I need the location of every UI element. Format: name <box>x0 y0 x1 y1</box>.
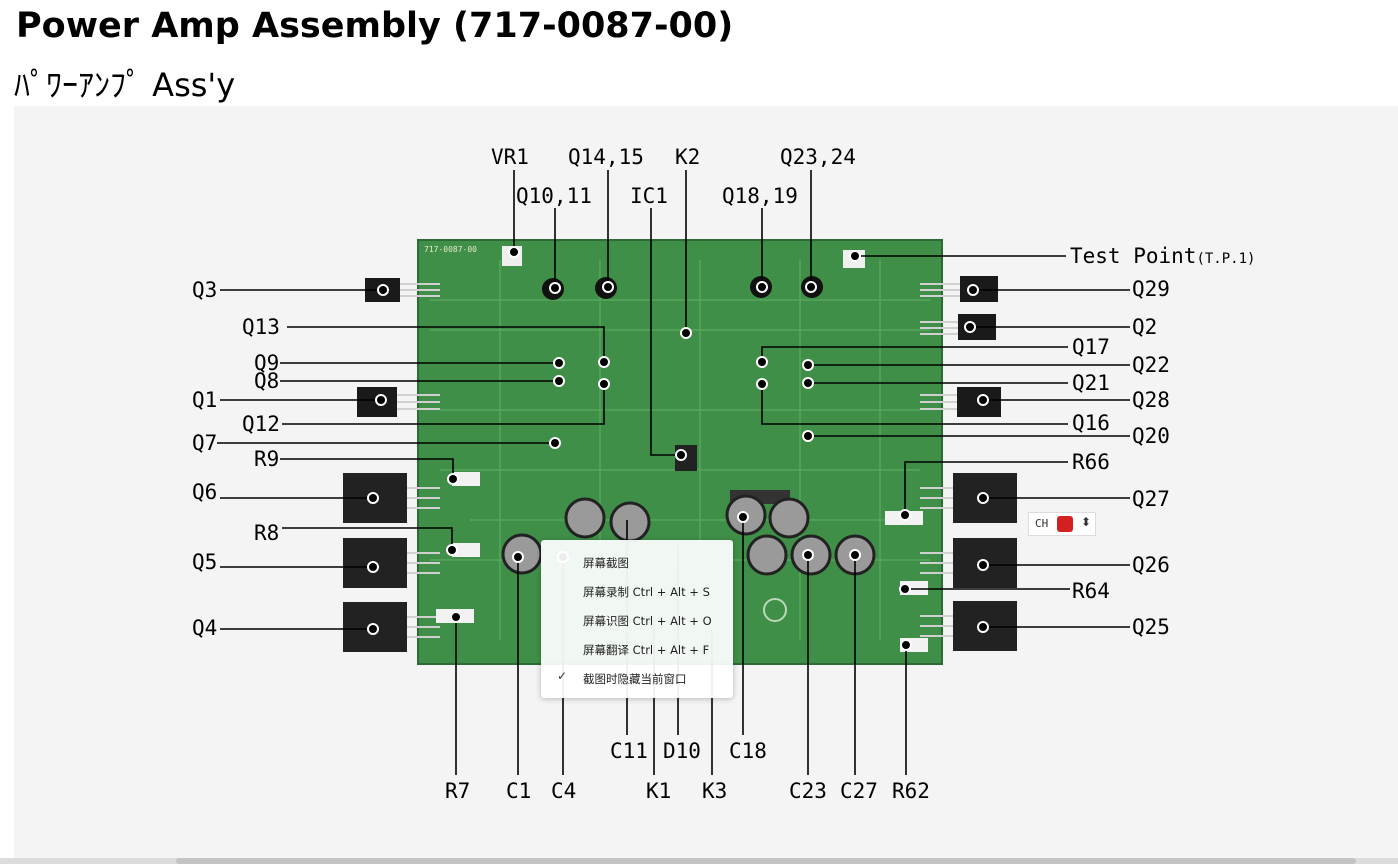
label-q22: Q22 <box>1132 353 1170 377</box>
label-q17: Q17 <box>1072 335 1110 359</box>
label-r64: R64 <box>1072 579 1110 603</box>
label-r62: R62 <box>892 779 930 803</box>
label-r7: R7 <box>445 779 471 803</box>
label-q3: Q3 <box>192 278 218 302</box>
menu-item-screen-translate[interactable]: 屏幕翻译 Ctrl + Alt + F <box>583 643 710 657</box>
label-q20: Q20 <box>1132 424 1170 448</box>
menu-item-screen-recognize[interactable]: 屏幕识图 Ctrl + Alt + O <box>583 614 712 628</box>
page-title: Power Amp Assembly (717-0087-00) <box>16 6 734 46</box>
label-q10-11: Q10,11 <box>516 184 592 208</box>
transistor-packages-left <box>343 278 407 652</box>
ime-logo-icon <box>1057 516 1073 532</box>
label-r9: R9 <box>254 447 280 471</box>
label-q18-19: Q18,19 <box>722 184 798 208</box>
label-d10: D10 <box>663 739 701 763</box>
menu-item-hide-window[interactable]: 截图时隐藏当前窗口 <box>583 672 687 686</box>
ime-indicator[interactable]: CH ⬍ <box>1028 512 1096 536</box>
menu-item-screen-record[interactable]: 屏幕录制 Ctrl + Alt + S <box>583 585 710 599</box>
label-q9: Q9 <box>254 351 280 375</box>
label-c27: C27 <box>840 779 878 803</box>
menu-item-screenshot[interactable]: 屏幕截图 <box>583 556 629 570</box>
transistor-packages-right <box>953 276 1017 651</box>
label-q25: Q25 <box>1132 615 1170 639</box>
label-r66: R66 <box>1072 450 1110 474</box>
context-menu: 屏幕截图 屏幕录制 Ctrl + Alt + S 屏幕识图 Ctrl + Alt… <box>541 540 733 698</box>
label-q21: Q21 <box>1072 371 1110 395</box>
ime-toggle-icon[interactable]: ⬍ <box>1081 515 1092 529</box>
label-ic1: IC1 <box>630 184 668 208</box>
label-q8: Q8 <box>254 369 280 393</box>
label-q6: Q6 <box>192 480 218 504</box>
label-k1: K1 <box>646 779 672 803</box>
label-q29: Q29 <box>1132 277 1170 301</box>
page-subtitle: ﾊﾟﾜｰｱﾝﾌﾟ Ass'y <box>14 66 236 104</box>
label-q13: Q13 <box>242 315 280 339</box>
test-point-sub: (T.P.1) <box>1196 251 1256 267</box>
board-part-number: 717-0087-00 <box>424 245 477 254</box>
label-vr1: VR1 <box>491 145 529 169</box>
test-point-text: Test Point <box>1070 244 1197 268</box>
label-test-point: Test Point(T.P.1) <box>1070 245 1255 270</box>
label-q14-15: Q14,15 <box>568 145 644 169</box>
label-q27: Q27 <box>1132 487 1170 511</box>
checkmark-icon: ✓ <box>557 669 568 683</box>
label-k2: K2 <box>675 145 701 169</box>
label-c23: C23 <box>789 779 827 803</box>
label-q26: Q26 <box>1132 553 1170 577</box>
label-q12: Q12 <box>242 412 280 436</box>
label-q28: Q28 <box>1132 388 1170 412</box>
label-c1: C1 <box>506 779 532 803</box>
label-q2: Q2 <box>1132 315 1158 339</box>
label-q5: Q5 <box>192 550 218 574</box>
label-q23-24: Q23,24 <box>780 145 856 169</box>
label-q1: Q1 <box>192 388 218 412</box>
label-c18: C18 <box>729 739 767 763</box>
scrollbar-thumb[interactable] <box>176 858 1356 864</box>
label-r8: R8 <box>254 521 280 545</box>
label-q4: Q4 <box>192 616 218 640</box>
label-q16: Q16 <box>1072 411 1110 435</box>
label-k3: K3 <box>702 779 728 803</box>
ime-mode: CH <box>1035 517 1049 530</box>
label-c4: C4 <box>551 779 577 803</box>
label-c11: C11 <box>610 739 648 763</box>
label-q7: Q7 <box>192 431 218 455</box>
